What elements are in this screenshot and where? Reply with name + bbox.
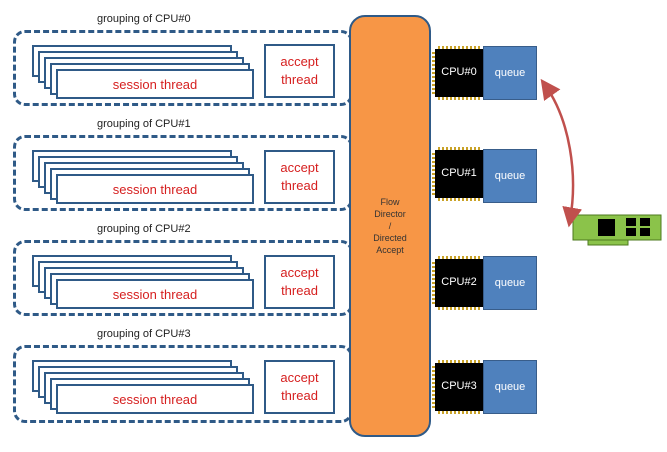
accept-thread-box: accept thread xyxy=(264,360,335,414)
session-thread-box: session thread xyxy=(56,69,254,99)
cpu-label: CPU#2 xyxy=(441,276,477,288)
cpu-label: CPU#0 xyxy=(441,66,477,78)
session-thread-box: session thread xyxy=(56,174,254,204)
session-thread-box: session thread xyxy=(56,279,254,309)
group-title: grouping of CPU#1 xyxy=(97,118,191,130)
session-thread-box: session thread xyxy=(56,384,254,414)
queue-box: queue xyxy=(483,256,537,310)
queue-nic-link-arrow xyxy=(540,78,583,228)
accept-thread-box: accept thread xyxy=(264,150,335,204)
queue-box: queue xyxy=(483,46,537,100)
queue-box: queue xyxy=(483,360,537,414)
group-title: grouping of CPU#3 xyxy=(97,328,191,340)
cpu-label: CPU#3 xyxy=(441,380,477,392)
flow-director-line: Flow xyxy=(380,197,400,207)
flow-director-line: Directed xyxy=(373,233,407,243)
flow-director-line: / xyxy=(388,221,392,231)
accept-thread-box: accept thread xyxy=(264,44,335,98)
network-card-icon xyxy=(572,214,662,246)
flow-director: Flow Director / Directed Accept xyxy=(349,15,431,437)
cpu-label: CPU#1 xyxy=(441,167,477,179)
group-title: grouping of CPU#2 xyxy=(97,223,191,235)
group-title: grouping of CPU#0 xyxy=(97,13,191,25)
flow-director-line: Accept xyxy=(376,245,404,255)
flow-director-line: Director xyxy=(374,209,406,219)
accept-thread-box: accept thread xyxy=(264,255,335,309)
queue-box: queue xyxy=(483,149,537,203)
